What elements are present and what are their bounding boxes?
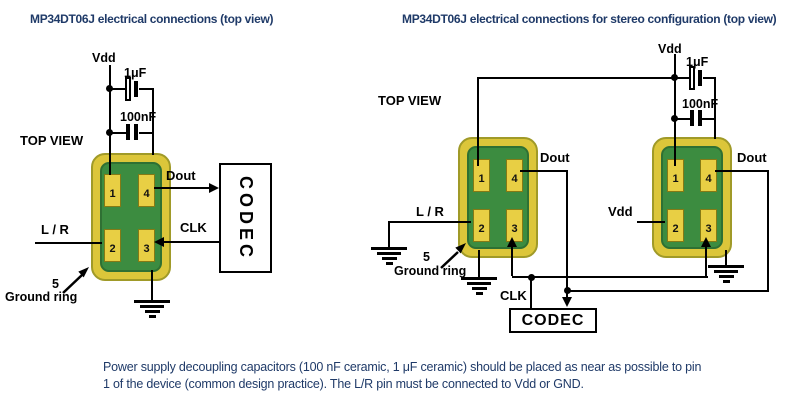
arrowhead-down <box>562 297 572 307</box>
capacitor-1uf-plate <box>134 81 138 97</box>
pad-4: 4 <box>700 159 717 192</box>
wire-segment <box>139 88 154 90</box>
right-vdd-label: Vdd <box>658 42 682 56</box>
pad-3: 3 <box>700 209 717 242</box>
wire-segment <box>151 270 153 301</box>
cap-100nf-label: 100nF <box>120 110 157 124</box>
wire-segment <box>674 54 676 166</box>
codec-label: CODEC <box>521 311 585 329</box>
wire-segment <box>703 77 716 79</box>
capacitor-1uf-plate <box>125 77 131 101</box>
cap-100nf-label: 100nF <box>682 97 719 111</box>
ground-symbol <box>461 277 497 297</box>
wire-segment <box>154 187 210 189</box>
wire-segment <box>389 221 471 223</box>
junction-dot <box>671 115 678 122</box>
wire-segment <box>511 245 513 276</box>
junction-dot <box>106 129 113 136</box>
pad-4: 4 <box>138 174 155 207</box>
pad-1: 1 <box>473 159 490 192</box>
ground-symbol <box>134 300 170 320</box>
wire-segment <box>530 276 532 308</box>
junction-dot <box>528 274 535 281</box>
pad-2: 2 <box>473 209 490 242</box>
wire-segment <box>139 132 153 134</box>
wire-segment <box>637 221 665 223</box>
capacitor-100nf-plate <box>134 124 138 140</box>
wire-segment <box>715 170 769 172</box>
capacitor-1uf-plate <box>698 70 702 86</box>
wire-segment <box>152 88 154 155</box>
pad-1: 1 <box>104 174 121 207</box>
capacitor-100nf-plate <box>126 124 130 140</box>
wire-segment <box>109 65 111 175</box>
pad-2: 2 <box>667 209 684 242</box>
wire-segment <box>388 221 390 248</box>
wire-segment <box>35 242 102 244</box>
arrowhead-right <box>209 183 219 193</box>
pad-3: 3 <box>138 229 155 262</box>
left-vdd-label: Vdd <box>92 51 116 65</box>
wire-segment <box>566 170 568 298</box>
ground-symbol <box>708 265 744 285</box>
ground-symbol <box>371 247 407 267</box>
left-diagram-title: MP34DT06J electrical connections (top vi… <box>30 12 274 26</box>
right-diagram-title: MP34DT06J electrical connections for ste… <box>402 12 777 26</box>
wire-segment <box>705 245 707 276</box>
wire-segment <box>478 250 480 278</box>
wire-segment <box>676 118 691 120</box>
wire-segment <box>767 170 769 292</box>
cap-1uf-label: 1μF <box>686 55 709 69</box>
cap-1uf-label: 1μF <box>124 66 147 80</box>
left-top-view-label: TOP VIEW <box>20 133 84 148</box>
arrowhead-up <box>507 237 517 247</box>
wire-segment <box>676 77 690 79</box>
lr-label: L / R <box>416 204 444 219</box>
codec-label: CODEC <box>236 175 257 261</box>
right-mic-chip: 1 4 2 3 <box>652 137 732 258</box>
wire-segment <box>163 241 220 243</box>
left-mic-chip: 1 4 2 3 <box>458 137 538 258</box>
right-top-view-label: TOP VIEW <box>378 93 442 108</box>
junction-dot <box>564 287 571 294</box>
capacitor-100nf-plate <box>690 110 694 126</box>
vdd-pin2-label: Vdd <box>608 204 633 219</box>
wire-segment <box>110 88 127 90</box>
clk-label: CLK <box>180 220 207 235</box>
dout-label: Dout <box>737 150 767 165</box>
capacitor-1uf-plate <box>689 66 695 90</box>
pin5-label: 5 <box>52 277 59 291</box>
arrowhead-left <box>154 237 164 247</box>
ground-ring-label: Ground ring <box>394 264 467 278</box>
pad-2: 2 <box>104 229 121 262</box>
ground-ring-pointer-arrow <box>62 267 89 294</box>
capacitor-100nf-plate <box>698 110 702 126</box>
wire-segment <box>520 170 568 172</box>
dout-label: Dout <box>166 168 196 183</box>
wire-segment <box>567 290 769 292</box>
caption-line-1: Power supply decoupling capacitors (100 … <box>103 360 702 374</box>
wire-segment <box>477 77 479 166</box>
ground-ring-pointer-arrow <box>440 243 466 269</box>
mic-chip: 1 4 2 3 <box>91 153 171 281</box>
wire-segment <box>478 77 675 79</box>
wire-segment <box>714 77 716 139</box>
wire-segment <box>110 132 127 134</box>
arrowhead-up <box>701 237 711 247</box>
lr-label: L / R <box>41 222 69 237</box>
caption-line-2: 1 of the device (common design practice)… <box>103 377 584 391</box>
dout-label: Dout <box>540 150 570 165</box>
pin5-label: 5 <box>423 250 430 264</box>
wire-segment <box>512 276 708 278</box>
junction-dot <box>671 74 678 81</box>
wire-segment <box>702 118 716 120</box>
codec-box: CODEC <box>219 163 272 273</box>
ground-ring-label: Ground ring <box>5 290 78 304</box>
codec-box: CODEC <box>509 308 597 333</box>
wire-segment <box>725 250 727 266</box>
clk-label: CLK <box>500 288 527 303</box>
junction-dot <box>106 85 113 92</box>
pad-4: 4 <box>506 159 523 192</box>
